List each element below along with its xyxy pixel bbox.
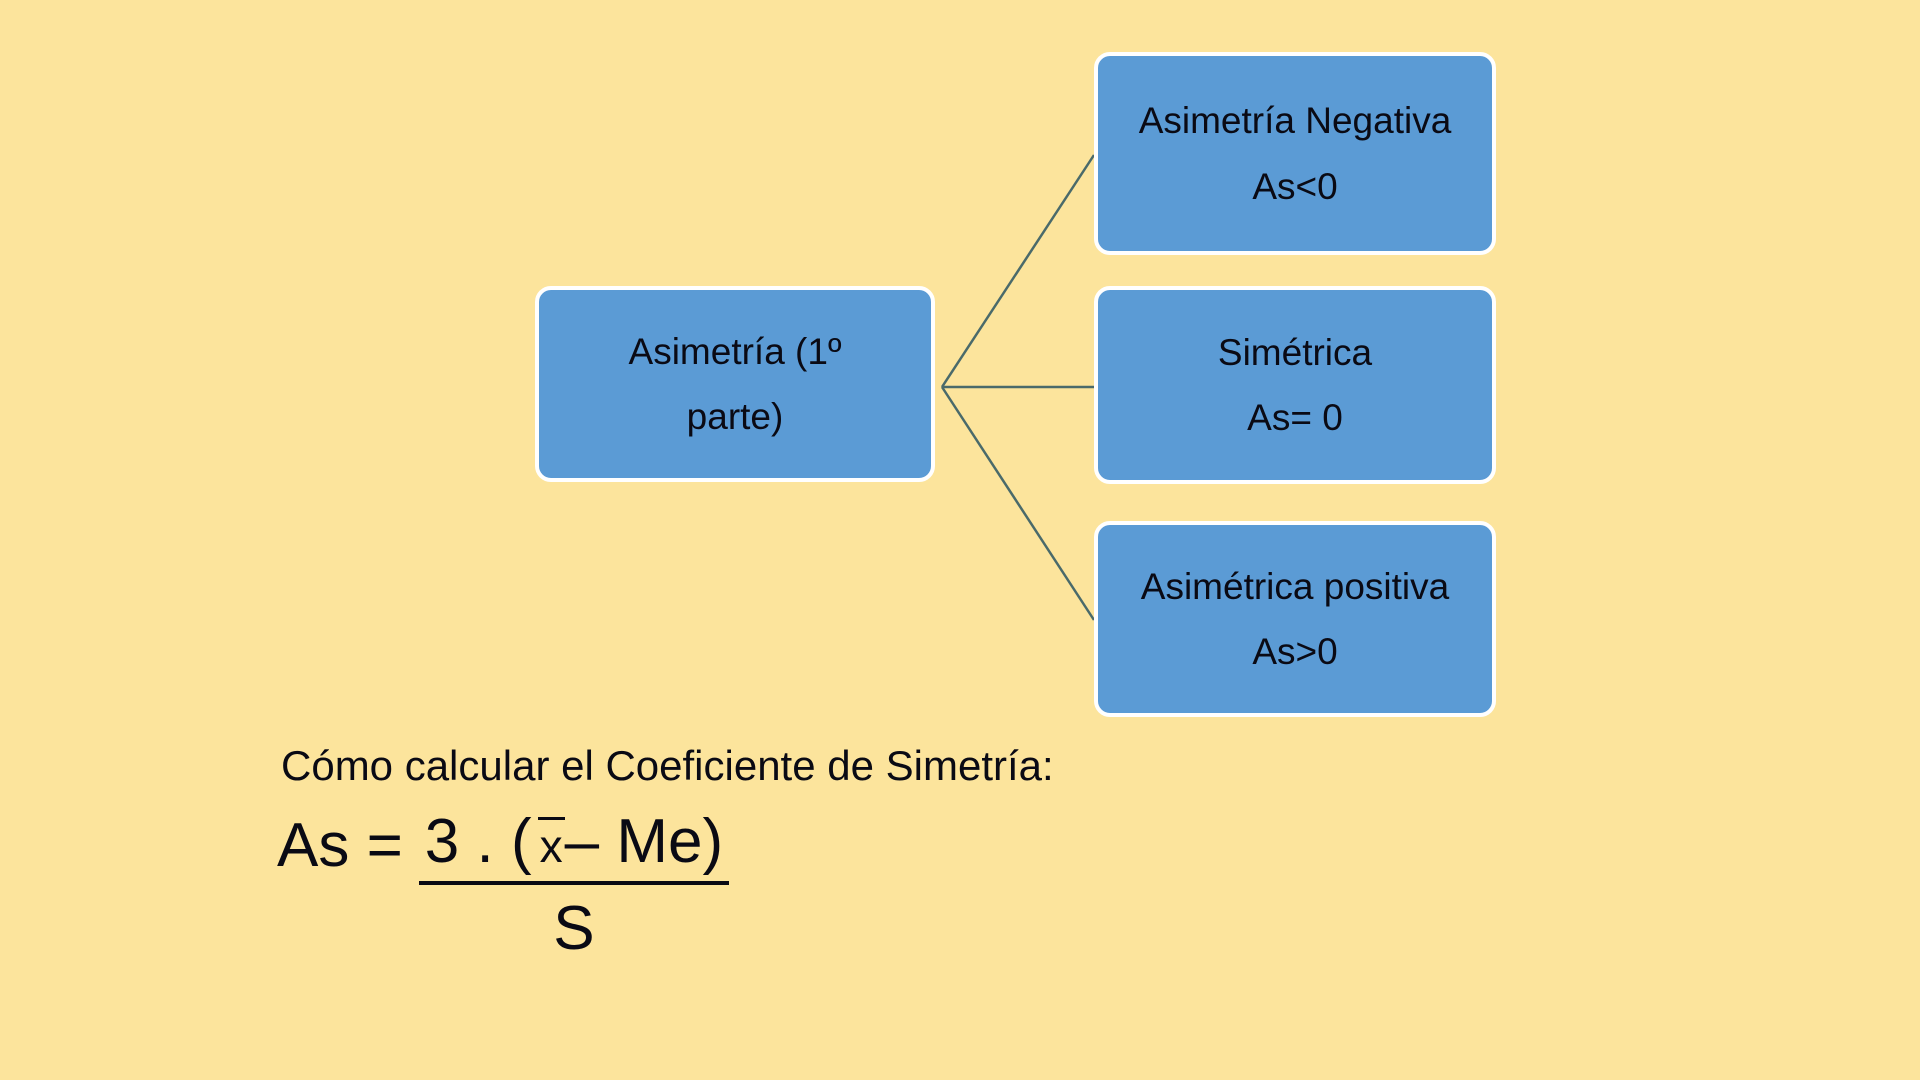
node-asimetria-negativa[interactable]: Asimetría Negativa As<0 xyxy=(1094,52,1496,255)
connector-to-positive xyxy=(940,386,1096,621)
node-parent-line1: Asimetría (1º xyxy=(628,330,842,372)
formula-left-hand-side: As = xyxy=(277,811,403,880)
formula-numerator: 3 . ( x – Me) xyxy=(418,806,730,885)
connector-to-negative xyxy=(940,154,1096,388)
formula-denominator: S xyxy=(553,894,595,963)
node-symmetric-value: As= 0 xyxy=(1247,397,1343,438)
formula-coeficiente-simetria: As = 3 . ( x – Me) S xyxy=(277,806,730,964)
formula-fraction: 3 . ( x – Me) S xyxy=(418,806,730,964)
node-asimetrica-positiva[interactable]: Asimétrica positiva As>0 xyxy=(1094,521,1496,717)
node-asimetria-parent[interactable]: Asimetría (1º parte) xyxy=(535,286,935,482)
formula-x-bar: x xyxy=(537,817,565,872)
node-negative-title: Asimetría Negativa xyxy=(1138,100,1452,142)
node-positive-value: As>0 xyxy=(1252,631,1338,672)
node-simetrica[interactable]: Simétrica As= 0 xyxy=(1094,286,1496,484)
node-symmetric-title: Simétrica xyxy=(1217,331,1373,373)
node-negative-value: As<0 xyxy=(1252,165,1338,207)
node-parent-line2: parte) xyxy=(686,396,784,437)
node-positive-title: Asimétrica positiva xyxy=(1140,565,1450,607)
formula-numerator-tail: – Me) xyxy=(564,807,724,876)
formula-numerator-lead: 3 . ( xyxy=(424,807,532,876)
caption-text: Cómo calcular el Coeficiente de Simetría… xyxy=(281,742,1054,789)
